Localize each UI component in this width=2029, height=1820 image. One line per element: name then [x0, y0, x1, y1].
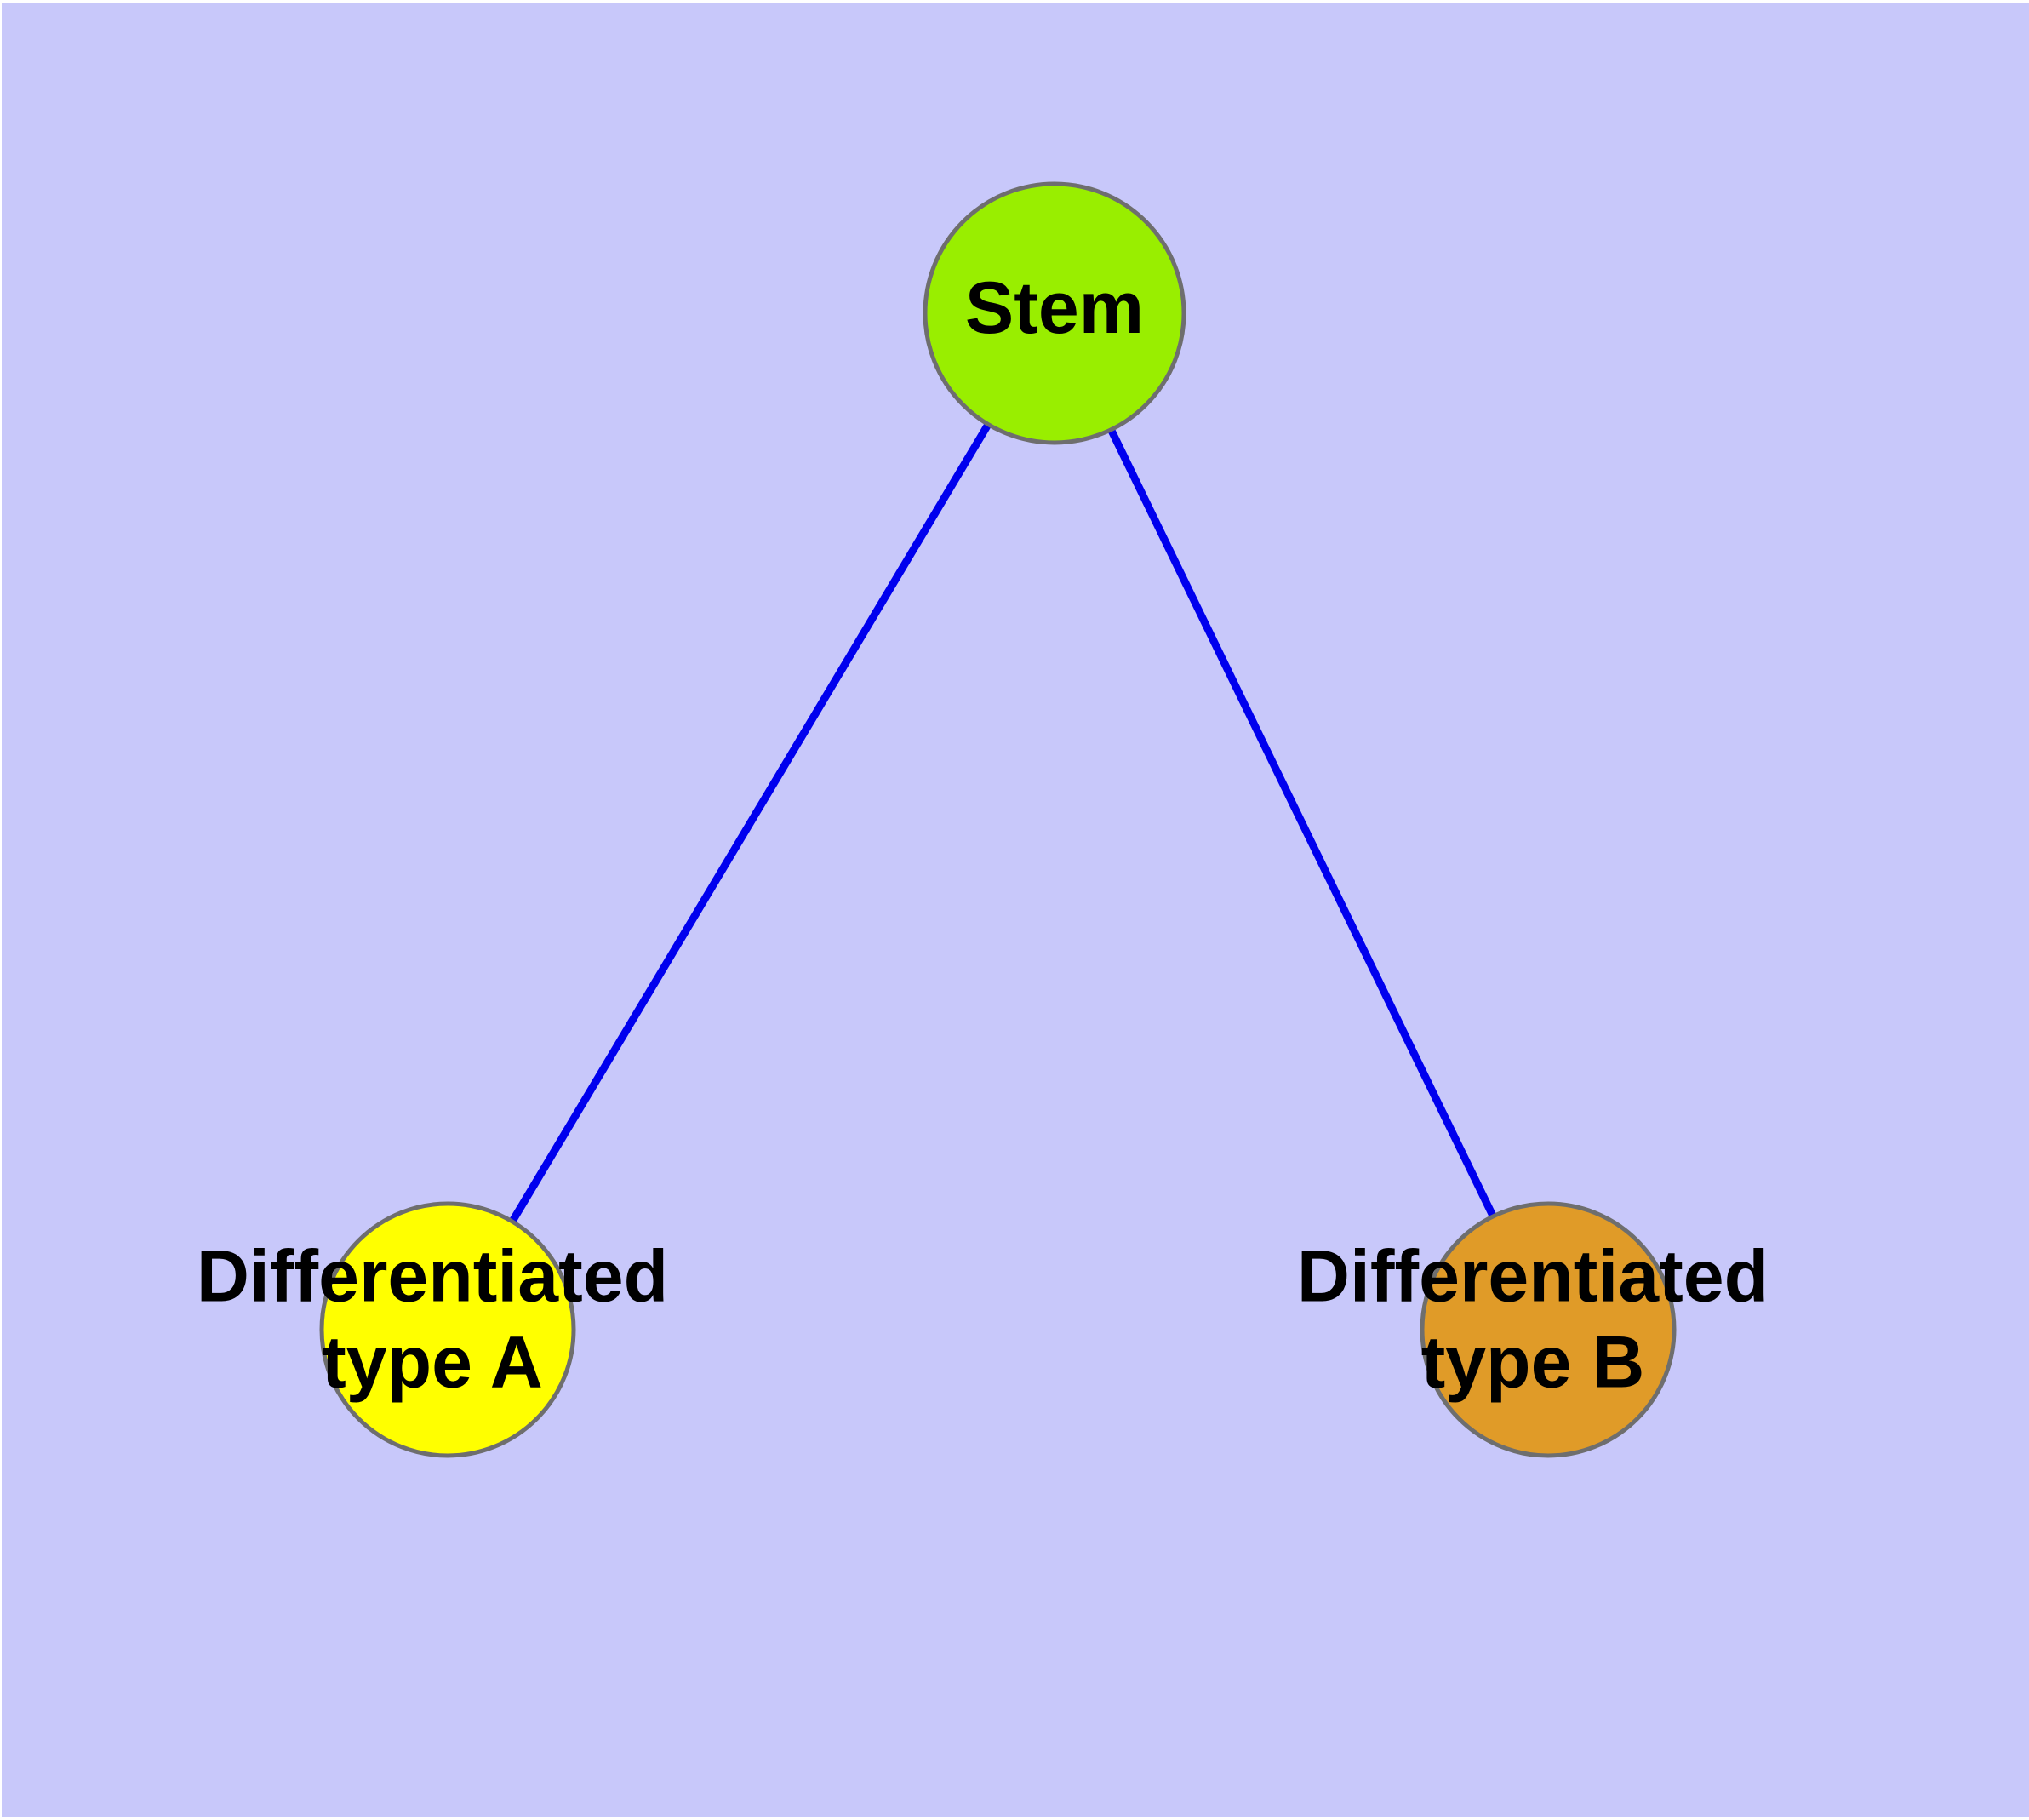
- node-label-line: Differentiated: [197, 1235, 668, 1317]
- edge-stem-diffB[interactable]: [1106, 425, 1499, 1222]
- node-label-line: type A: [322, 1321, 543, 1403]
- node-label-line: type B: [1421, 1321, 1645, 1403]
- node-label-line: Differentiated: [1297, 1235, 1769, 1317]
- node-circle-diffB[interactable]: [1420, 1201, 1677, 1458]
- node-circle-diffA[interactable]: [319, 1201, 576, 1458]
- node-label-line: Stem: [965, 267, 1144, 349]
- graph-node-stem[interactable]: Stem: [923, 181, 1186, 445]
- edge-stem-diffA[interactable]: [506, 419, 993, 1227]
- edge-layer: [506, 419, 1499, 1227]
- node-circle-stem[interactable]: [923, 181, 1186, 445]
- node-label-stem: Stem: [965, 267, 1144, 349]
